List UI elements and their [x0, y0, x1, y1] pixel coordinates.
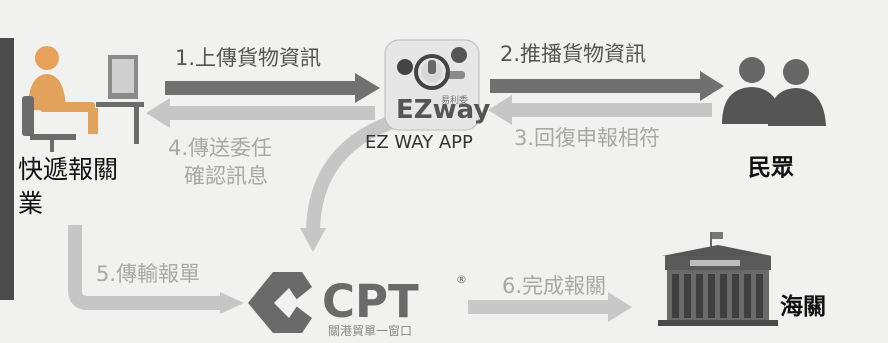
- customs-label: 海關: [780, 294, 826, 320]
- arrow-push-to-public: [490, 71, 724, 101]
- arrow-confirm-to-broker: [146, 98, 375, 128]
- cpt-registered-mark: ®: [456, 273, 467, 286]
- step-1-label: 1.上傳貨物資訊: [175, 46, 322, 70]
- arrow-complete-to-customs: [468, 292, 632, 322]
- step-3-label: 3.回復申報相符: [514, 126, 661, 150]
- ezway-app-logo: EZway 易利委: [384, 39, 490, 131]
- step-5-label: 5.傳輸報單: [96, 262, 201, 286]
- step-4-label-line2: 確認訊息: [184, 164, 268, 188]
- step-6-label: 6.完成報關: [502, 274, 607, 298]
- left-edge-bar: [0, 38, 14, 300]
- step-4-label-line1: 4.傳送委任: [168, 136, 273, 160]
- step-2-label: 2.推播貨物資訊: [500, 42, 647, 66]
- cpt-subtitle: 關港貿單一窗口: [328, 324, 412, 338]
- app-name-label: EZ WAY APP: [365, 132, 473, 153]
- broker-label-line1: 快遞報關: [18, 155, 119, 184]
- public-people-icon: [722, 57, 826, 126]
- ezway-logo-text: EZway: [396, 95, 490, 125]
- cpt-logo-text: CPT: [322, 275, 419, 328]
- arrow-transmit-to-cpt: [68, 225, 244, 314]
- broker-at-desk-icon: [22, 46, 144, 152]
- broker-label-line2: 業: [18, 189, 44, 218]
- ezway-logo-small-text: 易利委: [441, 94, 468, 106]
- cpt-logo: CPT ® 關港貿單一窗口: [248, 272, 467, 338]
- public-label: 民眾: [748, 155, 794, 181]
- arrow-app-to-cpt: [300, 115, 395, 252]
- arrow-upload-to-app: [165, 73, 380, 103]
- arrow-reply-to-app: [488, 95, 712, 125]
- customs-building-icon: [658, 232, 778, 326]
